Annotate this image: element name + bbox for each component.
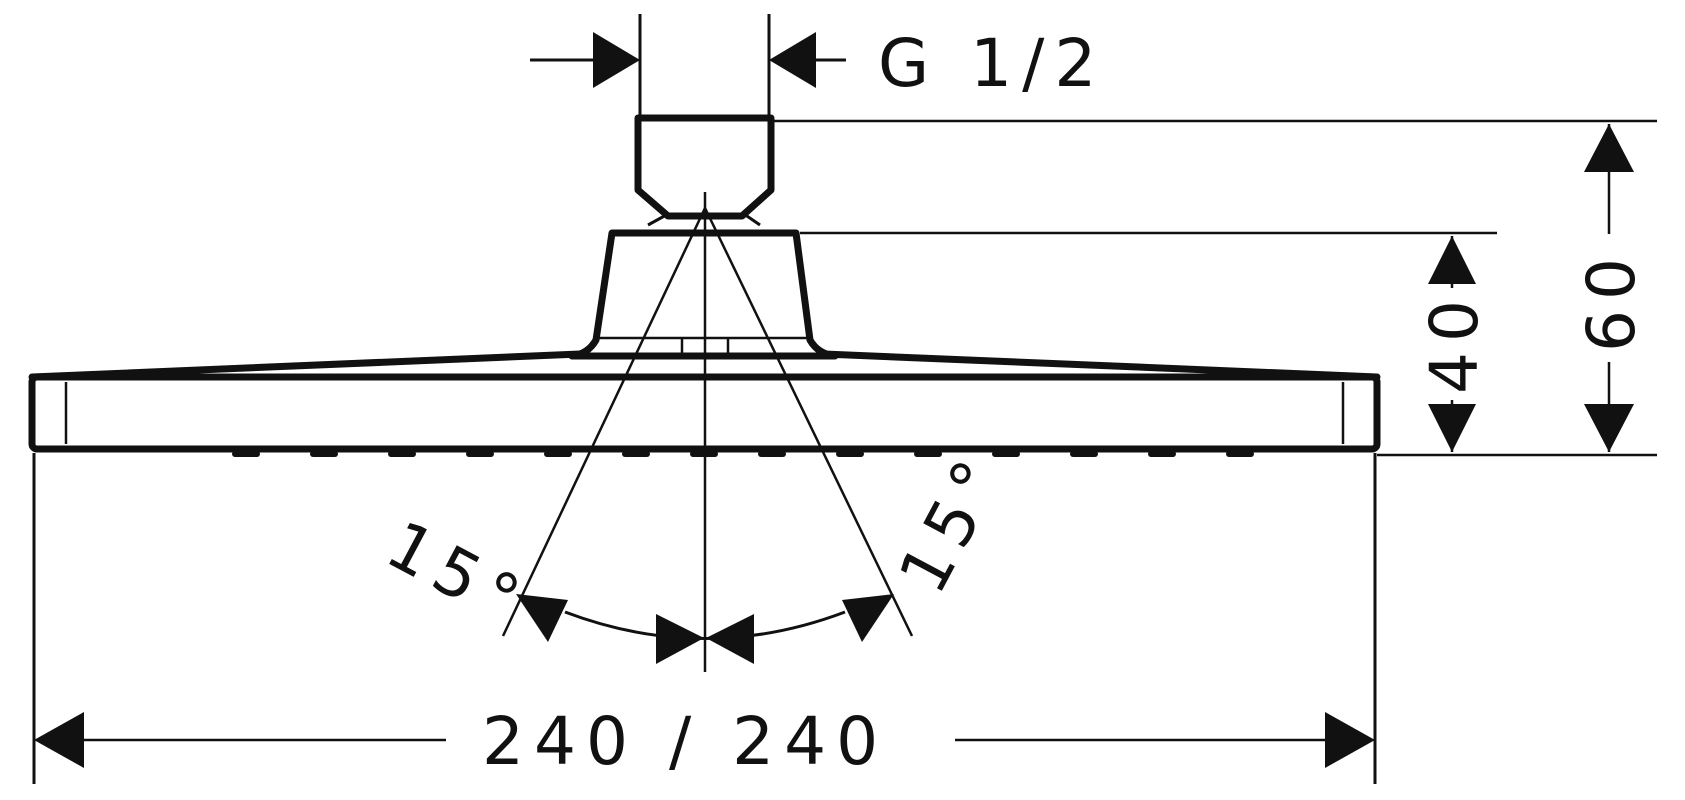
height-40-label: 40 [1416,290,1493,394]
spray-cone-right-line [703,207,914,637]
height-60-label: 60 [1573,248,1650,352]
connector-nut [634,114,775,220]
angle-arrowhead-left-outer [516,594,568,642]
neck [568,229,839,360]
shower-head-body [28,114,1381,457]
angle-label-right: 15° [884,440,1021,606]
angle-label-left: 15° [374,506,540,643]
width-label: 240 / 240 [482,703,888,780]
height-60-arrowhead-top [1584,124,1634,172]
nozzle [914,451,942,457]
height-60-label-gap [1576,234,1642,362]
nozzle [758,451,786,457]
width-arrowhead-left [34,712,84,768]
nozzle [1148,451,1176,457]
width-arrowhead-right [1325,712,1375,768]
height-60-arrowhead-bottom [1584,404,1634,452]
height-40-arrowhead-bottom [1428,404,1476,452]
nozzle [992,451,1020,457]
width-dimension: 240 / 240 [32,453,1377,784]
angle-arc [564,610,846,640]
nozzle [310,451,338,457]
thread-dimension: G 1/2 [530,14,1106,116]
thread-arrowhead-right [769,32,816,88]
angle-arrowhead-left-inner [656,614,704,664]
height-60-dimension: 60 [773,119,1657,457]
thread-arrowhead-left [593,32,640,88]
nozzle [388,451,416,457]
nozzle [232,451,260,457]
nozzle [1070,451,1098,457]
nozzle [466,451,494,457]
nozzle [836,451,864,457]
angle-arrowhead-right-outer [842,594,894,642]
spray-cone-left-line [501,207,707,637]
height-40-arrowhead-top [1428,236,1476,284]
nozzle [544,451,572,457]
nozzle [622,451,650,457]
height-40-dimension: 40 [800,231,1497,452]
angle-arrowhead-right-inner [706,614,754,664]
thread-label: G 1/2 [878,25,1106,102]
height-40-label-gap [1420,288,1484,400]
nozzle [1226,451,1254,457]
